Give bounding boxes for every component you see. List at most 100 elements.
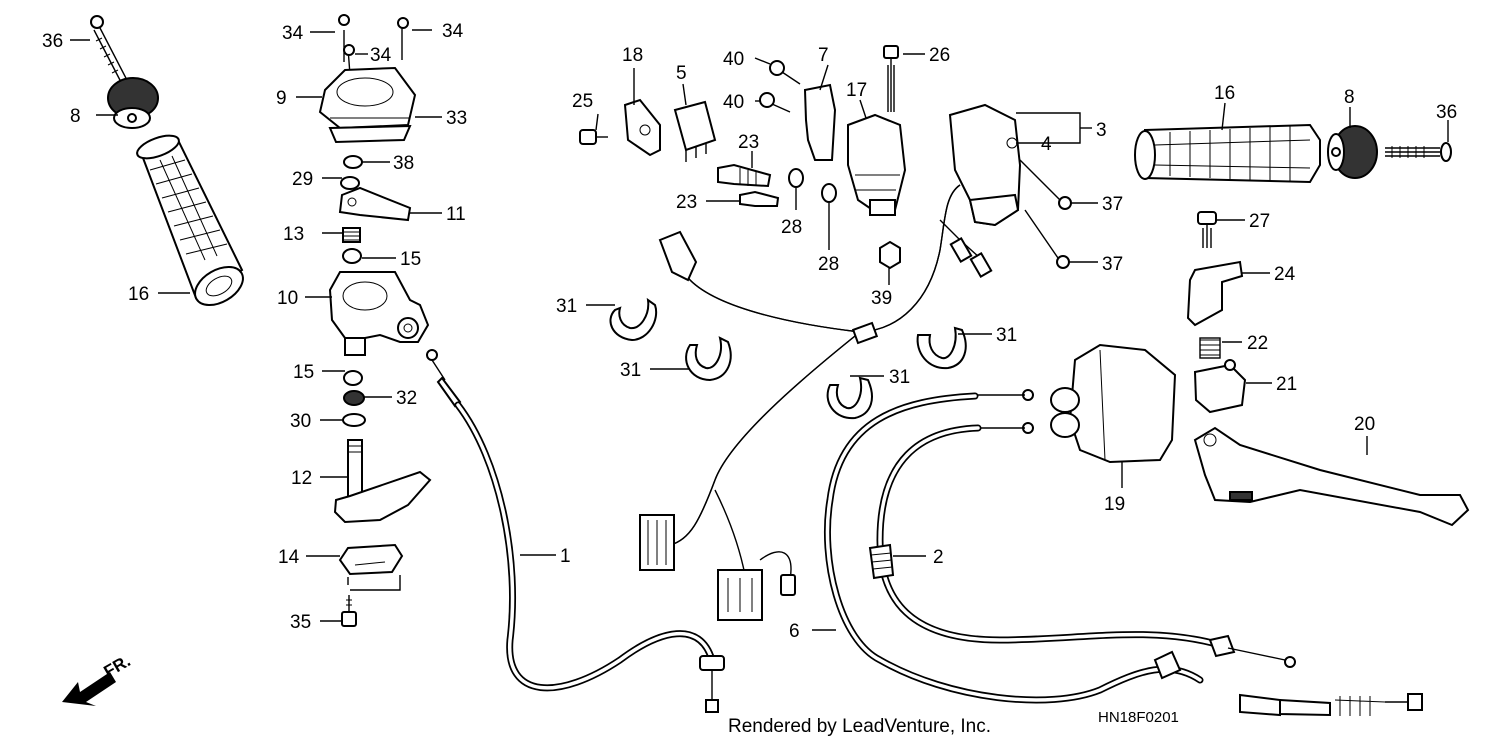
screw-25 [579,129,608,145]
clamp-14 [338,543,404,576]
callout-25: 25 [572,91,593,112]
front-direction-indicator: FR. [62,651,134,706]
bolt-36-left [90,15,129,85]
callout-36-right: 36 [1436,102,1457,123]
callout-13: 13 [283,224,304,245]
callout-23-b: 23 [676,192,697,213]
callout-37-a: 37 [1102,194,1123,215]
callout-15-a: 15 [400,249,421,270]
callout-31-d: 31 [889,367,910,388]
bracket-24 [1186,260,1244,327]
wire-harness [639,184,993,621]
callout-8-right: 8 [1344,87,1355,108]
callout-9: 9 [276,88,287,109]
callout-40-a: 40 [723,49,744,70]
gasket-33 [328,124,412,144]
callout-31-c: 31 [996,325,1017,346]
throttle-arm-11 [338,186,412,222]
callout-34-c: 34 [370,45,392,66]
switch-21 [1193,359,1247,414]
screws-23 [717,163,780,207]
callout-23-a: 23 [738,132,759,153]
mount-cluster [717,45,907,270]
callout-38: 38 [393,153,414,174]
callout-36-left: 36 [42,31,63,52]
callout-35: 35 [290,612,311,633]
lever-assembly [1050,211,1470,527]
callout-2: 2 [933,547,944,568]
callout-28-b: 28 [818,254,839,275]
callout-17: 17 [846,80,867,101]
callout-4: 4 [1041,134,1052,155]
grip-end-weight-8-left [107,77,159,129]
front-arrow-icon [62,672,116,706]
callout-21: 21 [1276,374,1297,395]
leader-lines [70,29,1449,631]
bolt-36-right [1385,142,1452,162]
render-credit: Rendered by LeadVenture, Inc. [728,716,991,737]
callout-1: 1 [560,546,571,567]
callout-19: 19 [1104,494,1125,515]
brake-lever-20 [1193,426,1470,527]
grip-end-weight-8-right [1327,125,1378,179]
callout-11: 11 [446,204,466,225]
callout-39: 39 [871,288,892,309]
switch-cluster [579,98,717,162]
callout-14: 14 [278,547,300,568]
throttle-assembly [318,14,432,627]
callout-15-b: 15 [293,362,314,383]
connector-b [717,569,763,621]
callout-3: 3 [1096,120,1107,141]
relay-5 [673,100,717,162]
throttle-lever-12 [333,439,432,524]
callout-8-left: 8 [70,106,81,127]
throttle-cable-1 [426,349,725,713]
callout-5: 5 [676,63,687,84]
diagram-code: HN18F0201 [1098,709,1179,726]
callout-labels: 36 8 16 34 34 34 9 33 38 29 11 13 15 10 … [42,21,1457,642]
throttle-cover-9 [318,66,417,130]
bracket-18 [623,98,661,157]
left-grip-assembly [90,15,244,306]
callout-29: 29 [292,169,313,190]
callout-33: 33 [446,108,467,129]
callout-31-a: 31 [556,296,577,317]
master-cylinder-19 [1050,343,1177,464]
callout-10: 10 [277,288,298,309]
callout-32: 32 [396,388,417,409]
right-switch-housing [948,103,1072,269]
callout-34-a: 34 [282,23,304,44]
connector-a [639,514,675,571]
bolt-27 [1197,211,1217,248]
screw-35 [341,595,357,627]
callout-40-b: 40 [723,92,744,113]
callout-18: 18 [622,45,643,66]
holder-7 [803,83,837,161]
switch-body-17 [847,113,907,217]
callout-12: 12 [291,468,312,489]
throttle-housing-10 [328,271,430,356]
grip-16-right [1134,123,1321,184]
spring-22 [1199,337,1221,359]
clamps-31 [609,297,967,420]
callout-31-b: 31 [620,360,641,381]
callout-24: 24 [1274,264,1296,285]
callout-6: 6 [789,621,800,642]
callout-28-a: 28 [781,217,802,238]
bolt-26 [883,45,899,112]
callout-20: 20 [1354,414,1375,435]
callout-30: 30 [290,411,311,432]
brake-cables [824,389,1423,717]
callout-27: 27 [1249,211,1270,232]
callout-22: 22 [1247,333,1268,354]
right-grip-assembly [1134,123,1452,184]
callout-37-b: 37 [1102,254,1123,275]
callout-16-right: 16 [1214,83,1235,104]
callout-34-b: 34 [442,21,464,42]
callout-26: 26 [929,45,950,66]
callout-16-left: 16 [128,284,149,305]
grip-16-left [136,134,244,306]
callout-7: 7 [818,45,829,66]
nut-39 [879,240,901,270]
